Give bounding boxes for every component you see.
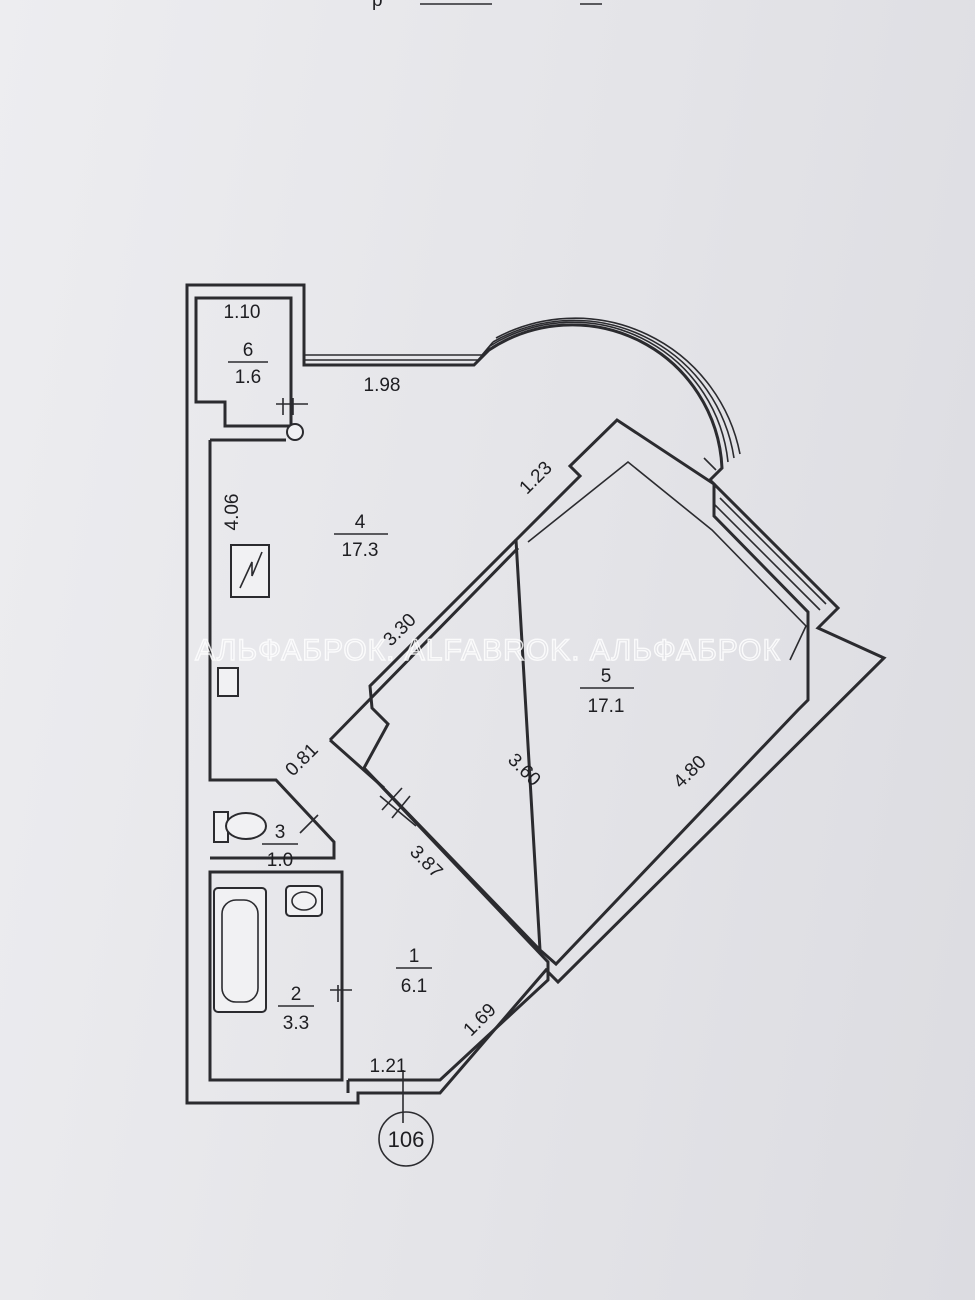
room-5-door [379, 795, 417, 827]
room-4-label: 4 17.3 [334, 512, 388, 561]
wc-door [299, 814, 319, 834]
room-1-number: 1 [409, 946, 420, 967]
dimension-label: 1.98 [364, 375, 401, 396]
hall-wall [348, 766, 550, 1082]
room-2-area: 3.3 [283, 1013, 309, 1034]
balcony-rail [304, 341, 494, 356]
balcony-rail [304, 345, 491, 361]
room-2-label: 2 3.3 [278, 984, 314, 1034]
electric-panel-icon [239, 551, 263, 589]
dimension-label: 1.10 [224, 302, 261, 323]
balcony-rail [489, 321, 729, 463]
toilet-icon [225, 812, 267, 840]
apartment-number: 106 [388, 1127, 425, 1152]
room-5-label: 5 17.1 [580, 666, 634, 717]
watermark-text: АЛЬФАБРОК. ALFABROK. АЛЬФАБРОК [195, 634, 781, 667]
outer-wall [185, 283, 887, 1105]
closet-wall [194, 296, 293, 428]
dimension-label: 4.06 [222, 494, 243, 531]
dimension-label: 0.81 [282, 740, 323, 781]
wall-box-icon [217, 667, 239, 697]
room-5-wall [362, 538, 542, 952]
dimension-label: 1.23 [516, 458, 557, 499]
balcony-rail [495, 317, 741, 455]
corridor-wall [328, 546, 520, 742]
room-3-number: 3 [275, 822, 286, 843]
room-5-wall [514, 418, 810, 967]
bathtub-icon [213, 887, 267, 1013]
room-5-inner-wall [527, 460, 807, 661]
apartment-number-circle [378, 1111, 434, 1167]
dimension-label: 3.60 [503, 750, 544, 791]
window [713, 503, 821, 611]
bath-wall [208, 870, 344, 1082]
bathtub-icon [221, 899, 259, 1003]
corridor-wall [208, 440, 226, 782]
room-6-area: 1.6 [235, 367, 261, 388]
header-fragment: р [372, 0, 383, 11]
room-5-area: 17.1 [588, 696, 625, 717]
room-3-label: 3 1.0 [262, 822, 298, 871]
electric-panel-icon [230, 544, 270, 598]
room-1-area: 6.1 [401, 976, 427, 997]
room-4-number: 4 [355, 512, 366, 533]
dimension-label: 4.80 [670, 752, 711, 793]
riser-pipe-icon [286, 423, 304, 441]
room-5-number: 5 [601, 666, 612, 687]
sink-icon [291, 891, 317, 911]
window [719, 497, 827, 605]
dimension-label: 1.69 [460, 1000, 501, 1041]
balcony-rail [703, 457, 717, 471]
room-1-label: 1 6.1 [396, 946, 432, 997]
dimension-label: 1.21 [370, 1056, 407, 1077]
balcony-rail [492, 319, 735, 459]
room-6-label: 6 1.6 [228, 340, 268, 388]
room-4-area: 17.3 [342, 540, 379, 561]
sink-icon [285, 885, 323, 917]
room-3-area: 1.0 [267, 850, 293, 871]
wc-wall [210, 778, 336, 860]
room-2-number: 2 [291, 984, 302, 1005]
room-6-number: 6 [243, 340, 254, 361]
